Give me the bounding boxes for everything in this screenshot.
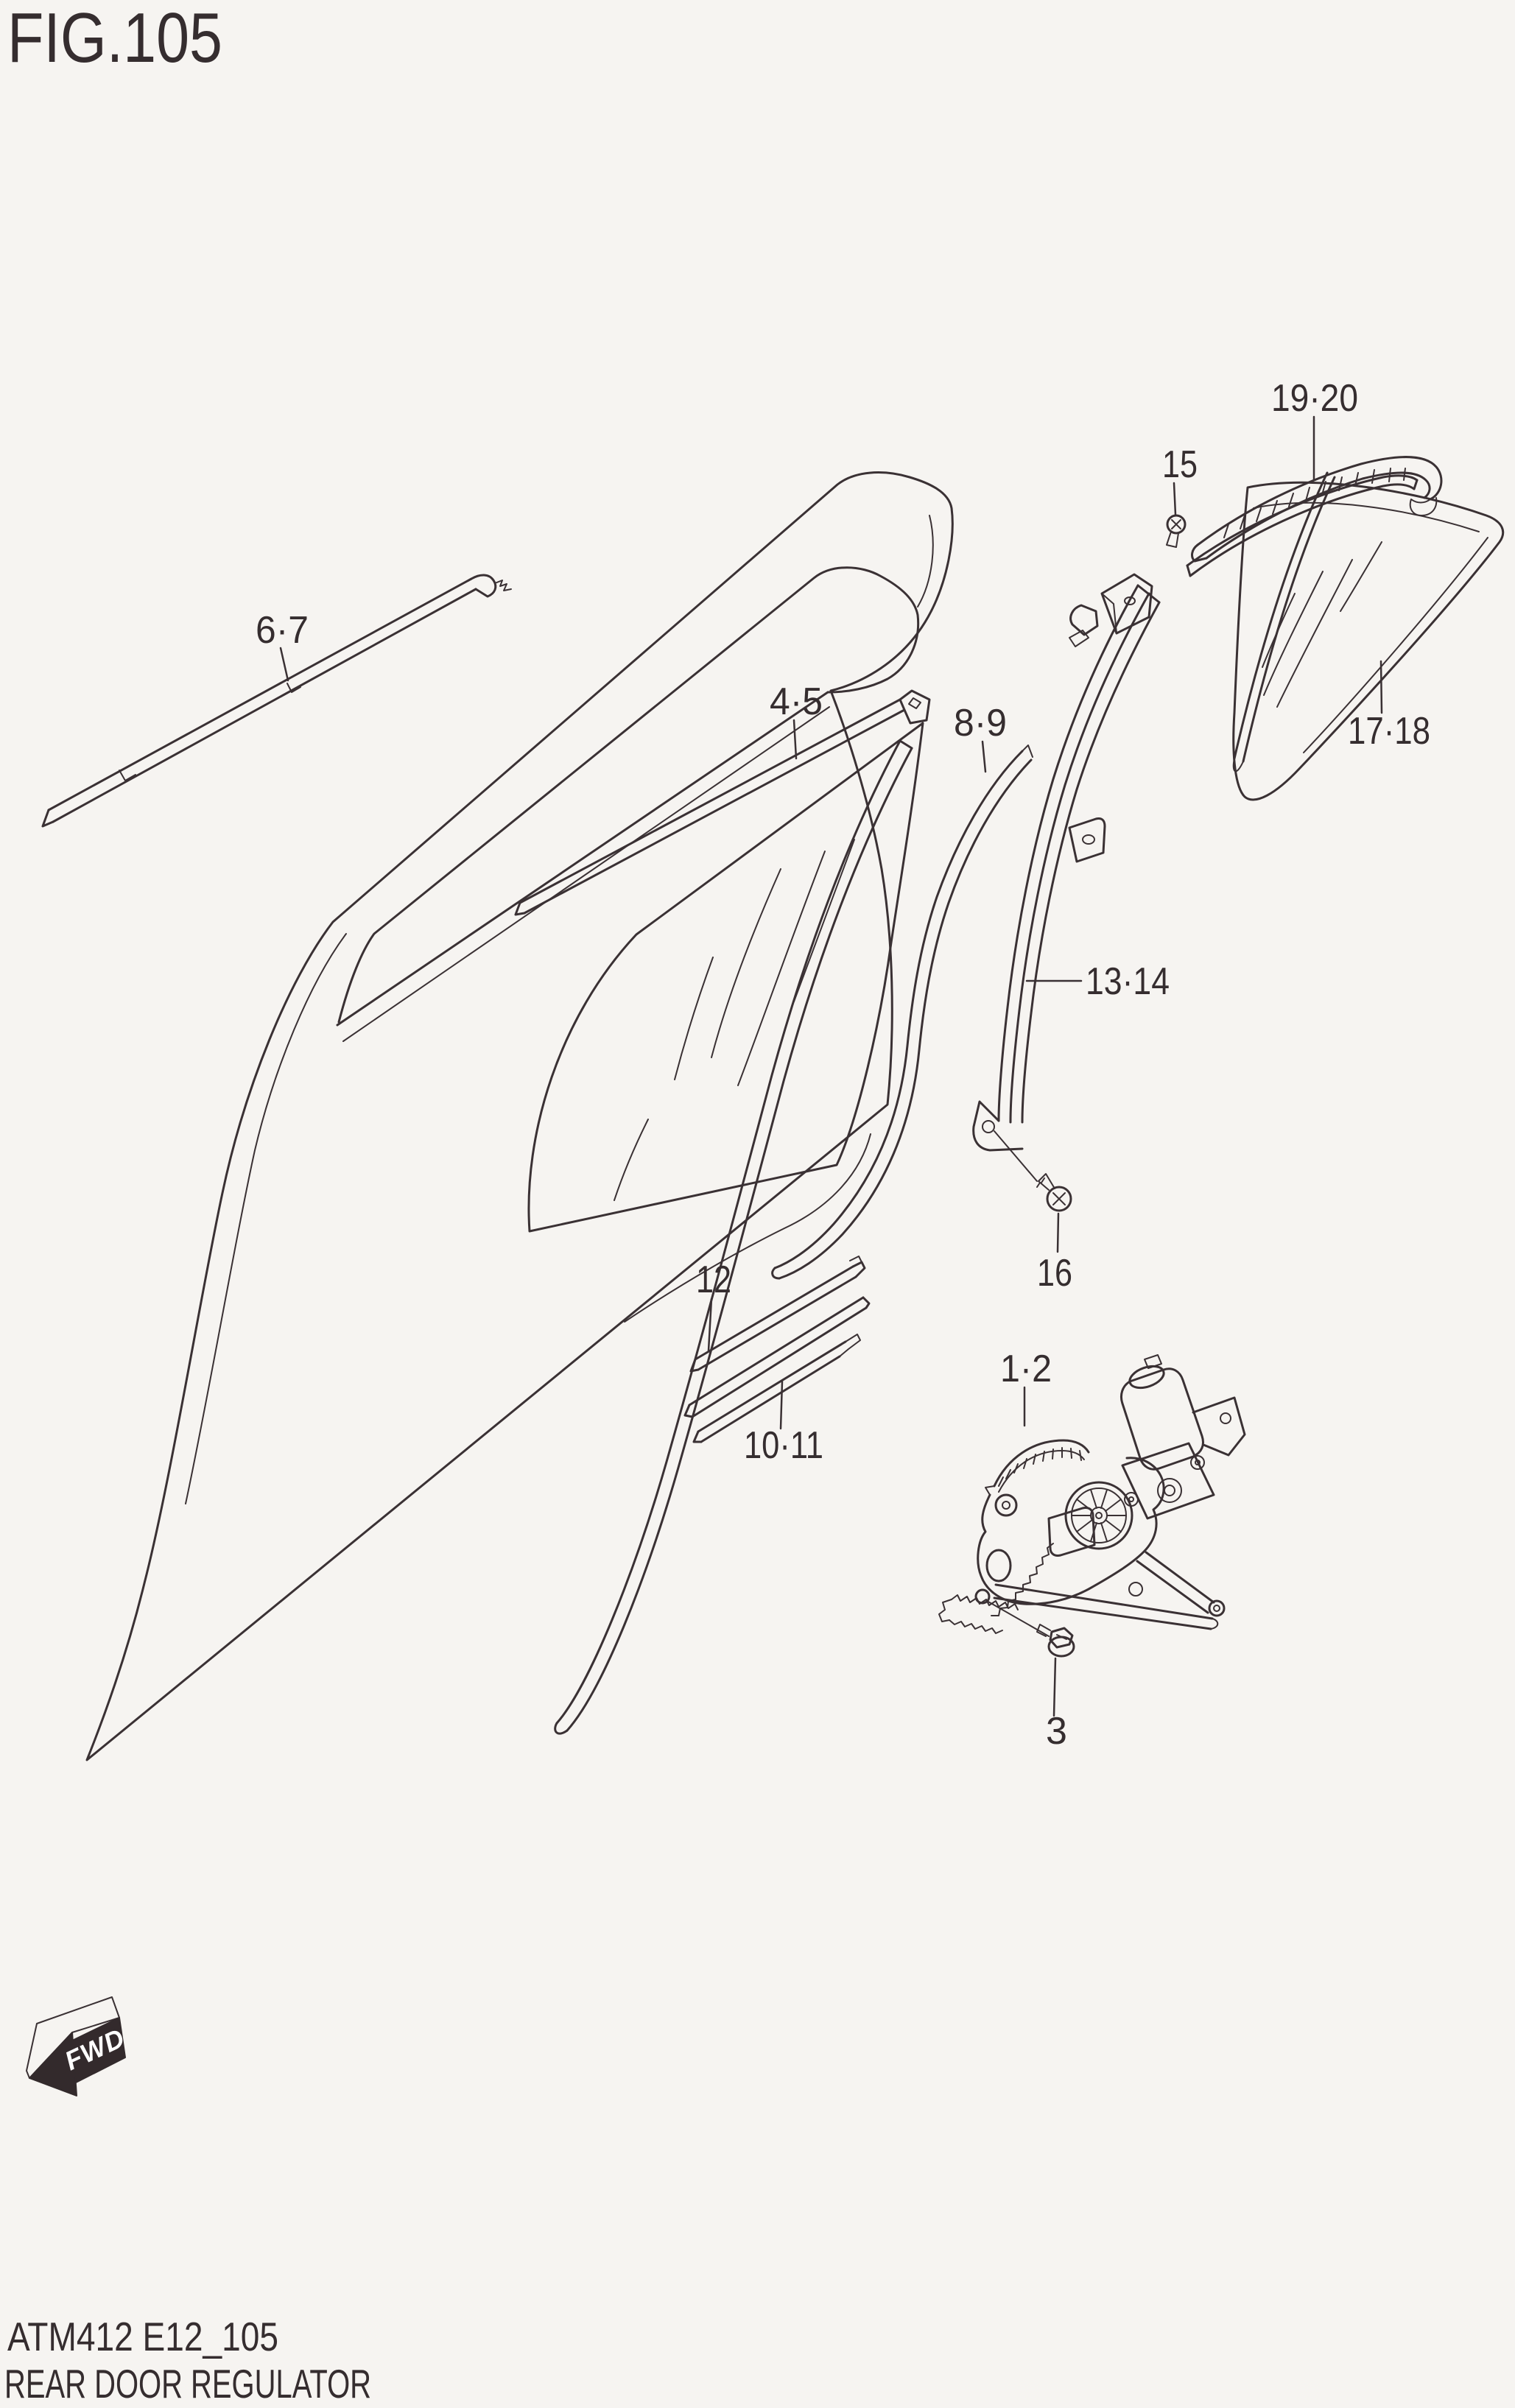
door-glass <box>527 722 924 1233</box>
label-1-2: 1·2 <box>1000 1348 1052 1390</box>
lower-sash-12 <box>689 1256 866 1373</box>
label-10-11: 10·11 <box>744 1424 823 1467</box>
outer-weatherstrip-6-7 <box>41 574 512 828</box>
screw-15 <box>1166 514 1187 548</box>
lift-arms <box>938 1543 1226 1637</box>
label-6-7: 6·7 <box>256 609 309 652</box>
glass-channel-strip-4-5 <box>514 689 931 916</box>
bolt-3 <box>1036 1624 1075 1658</box>
label-13-14: 13·14 <box>1086 960 1170 1003</box>
figure-caption: REAR DOOR REGULATOR <box>4 2361 371 2407</box>
label-3: 3 <box>1046 1710 1067 1753</box>
drive-wheel <box>1064 1481 1133 1550</box>
glass-run-channel-rear <box>771 744 1033 1280</box>
fwd-arrow: FWD <box>26 1996 130 2097</box>
roof-side-sash-19-20 <box>1069 456 1443 647</box>
label-12: 12 <box>696 1258 731 1301</box>
quarter-glass-17-18 <box>1232 481 1504 801</box>
callout-labels: 6·7 4·5 8·9 19·20 15 17·18 13·14 16 12 1… <box>256 377 1430 1753</box>
figure-title: FIG.105 <box>7 0 222 77</box>
label-8-9: 8·9 <box>954 702 1007 744</box>
regulator-assembly <box>938 1354 1246 1658</box>
center-sash-13-14 <box>972 584 1161 1182</box>
figure-code: ATM412 E12_105 <box>7 2314 278 2359</box>
sector-gear <box>985 1439 1090 1496</box>
label-17-18: 17·18 <box>1348 710 1430 753</box>
regulator-plate <box>977 1457 1165 1605</box>
glass-run-channel-front <box>554 739 913 1735</box>
label-16: 16 <box>1037 1252 1072 1295</box>
leader-lines <box>279 415 1383 1717</box>
regulator-motor <box>1119 1354 1246 1520</box>
label-15: 15 <box>1162 443 1198 486</box>
label-4-5: 4·5 <box>770 680 823 723</box>
label-19-20: 19·20 <box>1271 377 1358 420</box>
screw-16 <box>1036 1173 1072 1212</box>
door-panel <box>85 471 954 1761</box>
lower-rail-10-11 <box>683 1296 871 1443</box>
